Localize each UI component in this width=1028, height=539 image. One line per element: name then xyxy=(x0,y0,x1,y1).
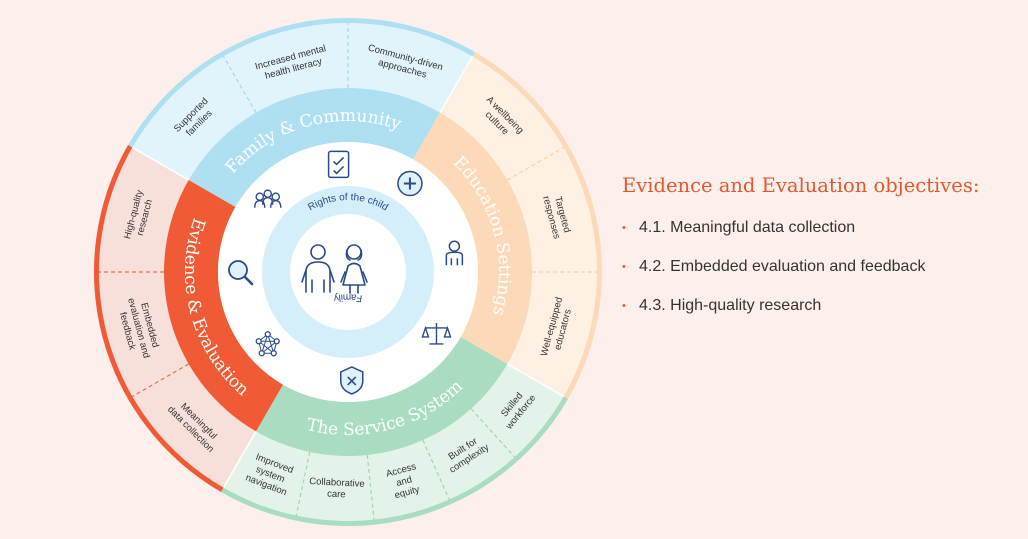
scales-icon xyxy=(421,322,452,345)
shield-x-icon xyxy=(340,366,364,395)
outcome-label: Collaborativecare xyxy=(308,476,365,501)
bullet-icon: • xyxy=(622,222,626,234)
quadrant-divider xyxy=(506,363,565,398)
segment-divider xyxy=(295,451,311,516)
segment-divider xyxy=(470,408,516,458)
education-quadrant xyxy=(413,112,532,364)
children-icon xyxy=(301,244,368,294)
quadrant-divider xyxy=(131,146,190,181)
segment-divider xyxy=(132,363,189,398)
child-icon xyxy=(445,240,464,266)
objective-item: •4.1. Meaningful data collection xyxy=(622,219,856,236)
family-quadrant xyxy=(188,87,440,207)
bullet-icon: • xyxy=(622,261,626,273)
bullet-icon: • xyxy=(622,300,626,312)
segment-divider xyxy=(507,146,564,181)
inner-circle xyxy=(218,142,478,402)
plus-badge-icon xyxy=(397,170,423,197)
quadrant-divider xyxy=(439,55,474,114)
objectives-title: Evidence and Evaluation objectives: xyxy=(622,174,980,197)
service-quadrant xyxy=(256,337,508,456)
objectives-list: •4.1. Meaningful data collection •4.2. E… xyxy=(622,219,1022,315)
checklist-icon xyxy=(327,150,350,179)
quadrant-divider xyxy=(222,430,257,489)
evidence-quadrant xyxy=(163,180,283,432)
objectives-panel: Evidence and Evaluation objectives: •4.1… xyxy=(622,174,1022,336)
segment-divider xyxy=(422,439,450,500)
group-icon xyxy=(254,189,282,208)
child-core xyxy=(290,214,406,330)
magnifier-icon xyxy=(228,260,254,286)
objective-item: •4.2. Embedded evaluation and feedback xyxy=(622,258,926,275)
segment-divider xyxy=(366,454,375,520)
segment-divider xyxy=(222,56,257,113)
network-icon xyxy=(255,331,280,357)
family-label: Family xyxy=(333,291,363,303)
icon-ring xyxy=(228,150,464,395)
objective-item: •4.3. High-quality research xyxy=(622,297,822,314)
outcome-label: Accessandequity xyxy=(385,461,424,502)
